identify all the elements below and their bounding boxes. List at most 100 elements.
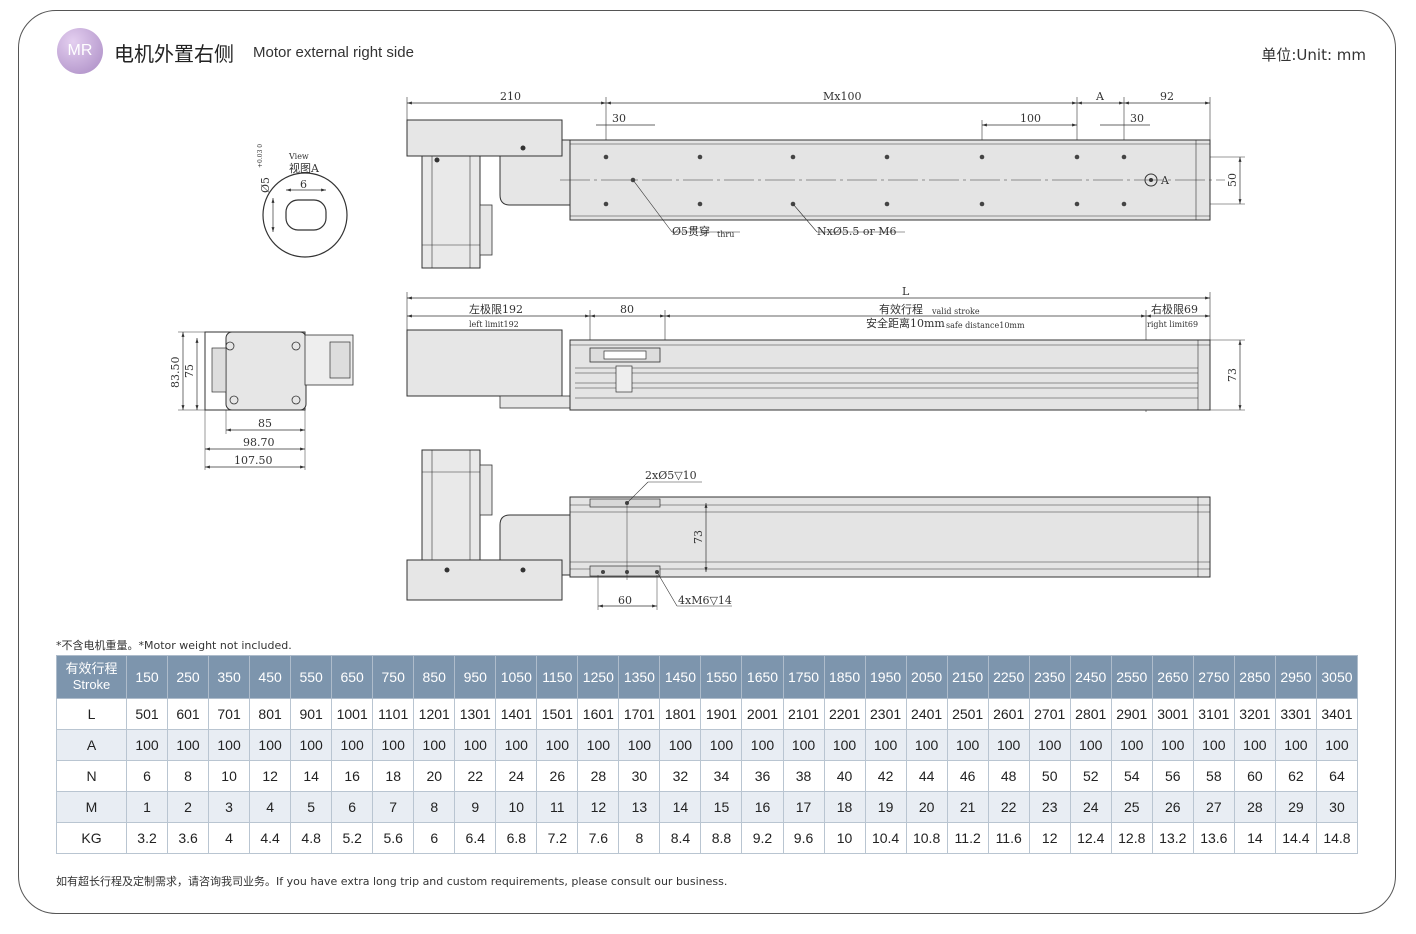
table-cell: 19 [864, 791, 907, 823]
table-cell: 64 [1315, 760, 1359, 792]
table-cell: 8 [413, 791, 456, 823]
table-cell: 100 [495, 729, 538, 761]
table-cell: 4.4 [249, 822, 292, 854]
table-cell: 100 [659, 729, 702, 761]
dim-a: A [1095, 90, 1105, 103]
table-cell: 16 [741, 791, 784, 823]
stroke-header-value: 1150 [536, 655, 579, 699]
stroke-header-value: 550 [290, 655, 333, 699]
table-cell: 13.6 [1192, 822, 1235, 854]
table-cell: 3.6 [167, 822, 210, 854]
table-cell: 20 [413, 760, 456, 792]
table-cell: 100 [208, 729, 251, 761]
table-cell: 62 [1274, 760, 1317, 792]
stroke-header-value: 950 [454, 655, 497, 699]
table-cell: 1 [125, 791, 169, 823]
table-cell: 28 [577, 760, 620, 792]
footer-note: 如有超长行程及定制需求，请咨询我司业务。If you have extra lo… [56, 875, 728, 888]
technical-drawing: View 视图A 6 Ø5 +0.03 0 210 Mx100 A 92 30 … [169, 90, 1245, 610]
dim-73-bottom: 73 [692, 530, 705, 544]
table-cell: 7.6 [577, 822, 620, 854]
stroke-header-value: 850 [413, 655, 456, 699]
table-cell: 9.2 [741, 822, 784, 854]
table-cell: 1501 [536, 698, 579, 730]
row-label: L [56, 698, 127, 730]
table-cell: 100 [372, 729, 415, 761]
table-cell: 5 [290, 791, 333, 823]
table-cell: 13 [618, 791, 661, 823]
table-cell: 8.8 [700, 822, 743, 854]
table-cell: 10 [823, 822, 866, 854]
table-cell: 2401 [905, 698, 948, 730]
table-cell: 24 [495, 760, 538, 792]
table-cell: 10 [495, 791, 538, 823]
table-cell: 8 [167, 760, 210, 792]
page-title-zh: 电机外置右侧 [114, 42, 234, 66]
stroke-header-value: 2450 [1069, 655, 1112, 699]
table-cell: 4.8 [290, 822, 333, 854]
view-label-en: View [288, 152, 309, 161]
holes-4x-label: 4xM6▽14 [678, 594, 732, 607]
table-cell: 12.4 [1069, 822, 1112, 854]
table-cell: 100 [1233, 729, 1276, 761]
stroke-header-value: 2250 [987, 655, 1030, 699]
table-cell: 38 [782, 760, 825, 792]
holes-2x-label: 2xØ5▽10 [645, 469, 697, 482]
stroke-label-zh: 有效行程 [879, 302, 923, 316]
left-limit-zh: 左极限192 [469, 302, 523, 316]
table-cell: 100 [331, 729, 374, 761]
table-cell: 3101 [1192, 698, 1235, 730]
stroke-header-value: 1950 [864, 655, 907, 699]
stroke-header-value: 250 [167, 655, 210, 699]
stroke-header-value: 2150 [946, 655, 989, 699]
table-cell: 11 [536, 791, 579, 823]
table-cell: 2301 [864, 698, 907, 730]
dim-83-50: 83.50 [169, 357, 182, 389]
table-cell: 6 [331, 791, 374, 823]
view-label-zh: 视图A [289, 161, 320, 175]
table-cell: 4 [249, 791, 292, 823]
table-cell: 1301 [454, 698, 497, 730]
table-cell: 14.8 [1315, 822, 1359, 854]
table-cell: 501 [125, 698, 169, 730]
dim-92: 92 [1160, 90, 1174, 103]
table-cell: 29 [1274, 791, 1317, 823]
stroke-header-value: 1250 [577, 655, 620, 699]
table-cell: 17 [782, 791, 825, 823]
table-cell: 44 [905, 760, 948, 792]
table-cell: 3201 [1233, 698, 1276, 730]
table-cell: 26 [1151, 791, 1194, 823]
table-cell: 46 [946, 760, 989, 792]
table-cell: 13.2 [1151, 822, 1194, 854]
safe-distance-en: safe distance10mm [946, 321, 1025, 330]
table-cell: 100 [1315, 729, 1359, 761]
table-cell: 14.4 [1274, 822, 1317, 854]
stroke-header-value: 2650 [1151, 655, 1194, 699]
table-cell: 27 [1192, 791, 1235, 823]
dim-73-side: 73 [1226, 368, 1239, 382]
table-cell: 100 [618, 729, 661, 761]
table-cell: 28 [1233, 791, 1276, 823]
left-limit-en: left limit192 [469, 320, 519, 329]
dim-50: 50 [1226, 173, 1239, 187]
table-cell: 48 [987, 760, 1030, 792]
dim-98-70: 98.70 [243, 436, 275, 449]
table-cell: 1701 [618, 698, 661, 730]
thru-label-en: thru [717, 230, 734, 239]
table-cell: 23 [1028, 791, 1071, 823]
row-label: M [56, 791, 127, 823]
table-cell: 32 [659, 760, 702, 792]
view-dia-dim: Ø5 [259, 177, 272, 193]
table-cell: 8 [618, 822, 661, 854]
stroke-header-zh: 有效行程 [65, 661, 118, 676]
table-cell: 100 [782, 729, 825, 761]
table-cell: 7.2 [536, 822, 579, 854]
table-cell: 3001 [1151, 698, 1194, 730]
row-label: A [56, 729, 127, 761]
table-cell: 1101 [372, 698, 415, 730]
table-cell: 18 [372, 760, 415, 792]
dim-80: 80 [620, 303, 634, 316]
table-cell: 30 [618, 760, 661, 792]
table-cell: 601 [167, 698, 210, 730]
table-cell: 12 [249, 760, 292, 792]
